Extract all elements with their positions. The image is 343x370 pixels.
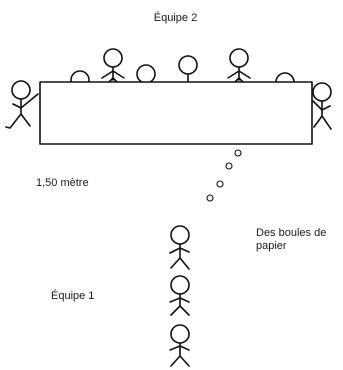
paper-balls-label: Des boules de papier	[256, 227, 327, 252]
team-2-member	[101, 48, 125, 85]
team-1-member	[169, 275, 190, 316]
paper-ball	[216, 180, 224, 188]
distance-label: 1,50 mètre	[36, 177, 89, 189]
team-2-member	[312, 82, 332, 130]
team-2-member	[227, 48, 251, 85]
paper-ball	[234, 149, 242, 157]
team-2-member	[5, 80, 39, 129]
team-1-member	[169, 225, 190, 270]
paper-ball	[206, 194, 214, 202]
table	[39, 81, 313, 145]
team-1-label: Équipe 1	[51, 290, 95, 302]
paper-ball	[225, 162, 233, 170]
team-2-label: Équipe 2	[153, 12, 198, 24]
team-2-member	[178, 55, 198, 83]
team-2-member	[136, 64, 156, 84]
team-1-member	[169, 324, 190, 367]
